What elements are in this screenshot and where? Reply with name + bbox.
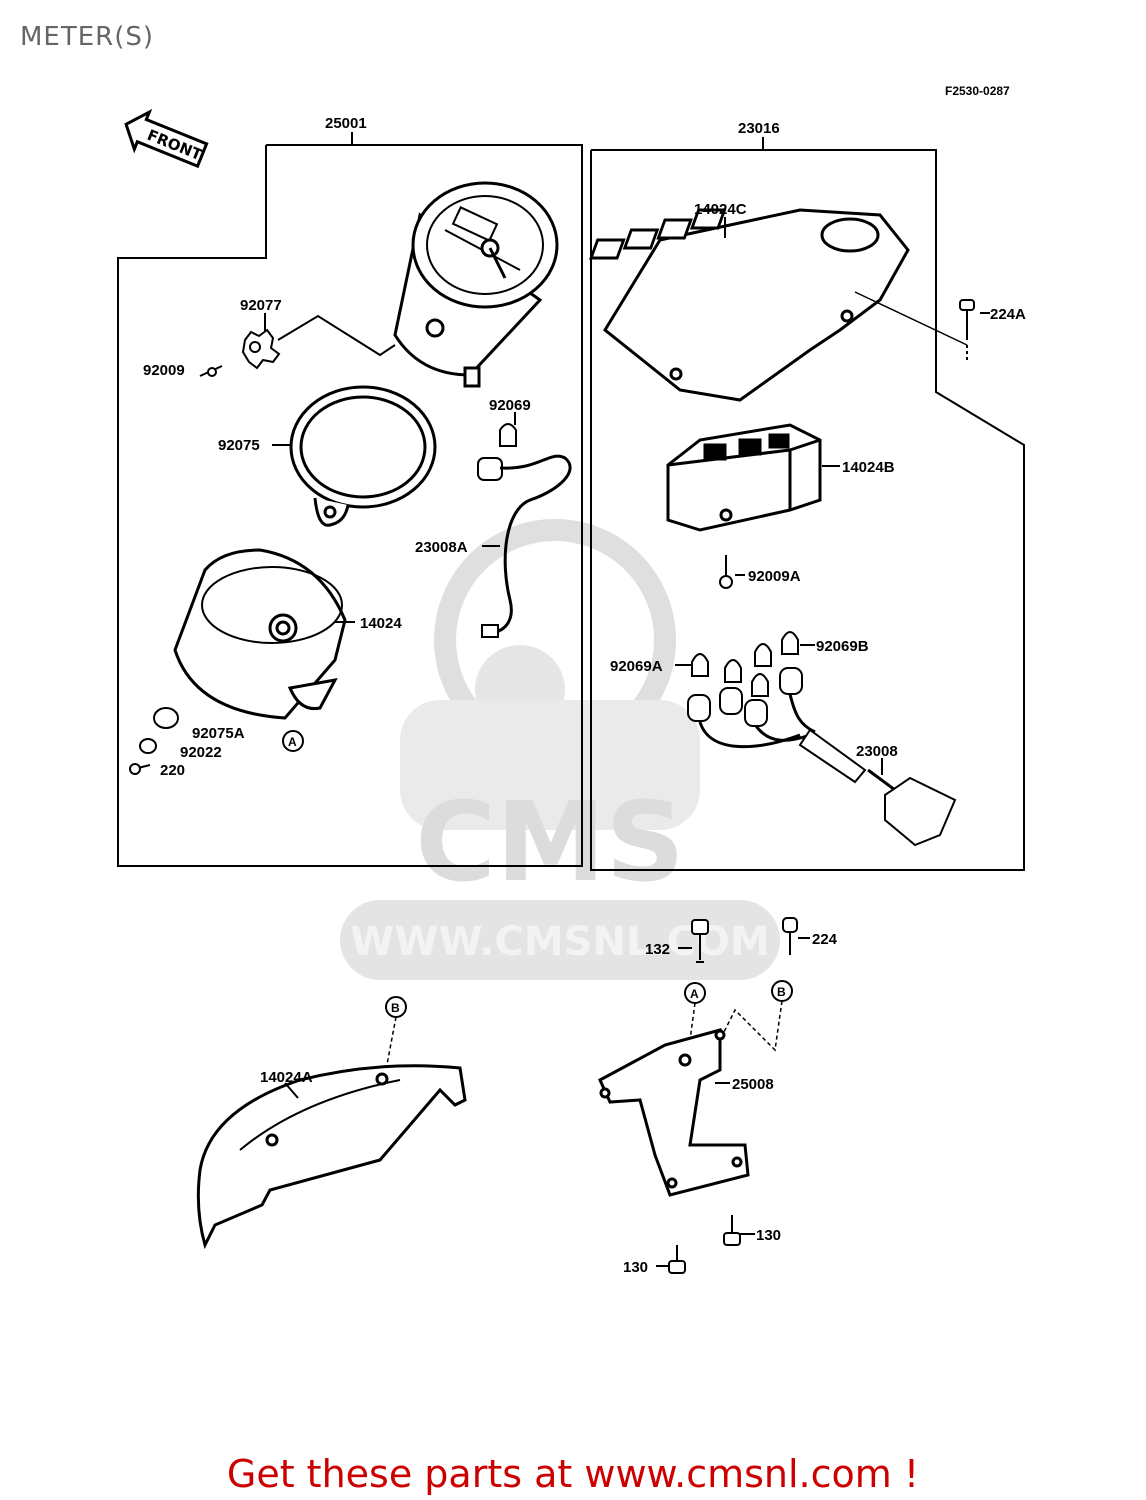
screw-220: [129, 763, 151, 775]
screw-92009A: [719, 555, 733, 589]
bulb-92069: [477, 423, 572, 638]
label-92075: 92075: [218, 437, 260, 454]
svg-text:A: A: [690, 987, 699, 1001]
label-23008: 23008: [856, 743, 898, 760]
label-25008: 25008: [732, 1076, 774, 1093]
ref-a-left: A: [282, 730, 304, 752]
bulb-socket-92077: [241, 314, 396, 370]
assembly-box-25001: [117, 144, 583, 867]
label-14024A: 14024A: [260, 1069, 313, 1086]
label-14024B: 14024B: [842, 459, 895, 476]
label-130-upper: 130: [756, 1227, 781, 1244]
label-220: 220: [160, 762, 185, 779]
screw-92009: [199, 365, 223, 377]
svg-text:B: B: [391, 1001, 400, 1015]
bolt-130-lower: [668, 1245, 686, 1274]
label-25001: 25001: [325, 115, 367, 132]
label-92069B: 92069B: [816, 638, 869, 655]
label-132: 132: [645, 941, 670, 958]
svg-text:B: B: [777, 985, 786, 999]
bulb-holder-14024B: [666, 423, 822, 532]
lower-cover-14024A: [196, 1064, 467, 1250]
meter-body: [393, 181, 559, 388]
label-23008A: 23008A: [415, 539, 468, 556]
label-92069A: 92069A: [610, 658, 663, 675]
bulb-harness-23008: [687, 631, 957, 847]
bolt-130-upper: [723, 1215, 741, 1246]
footer-link[interactable]: Get these parts at www.cmsnl.com !: [226, 1452, 920, 1496]
label-14024C: 14024C: [694, 201, 747, 218]
washer-92022: [139, 738, 157, 754]
meter-cover-14024: [173, 548, 347, 720]
gasket-ring-92075: [289, 385, 437, 527]
label-130-lower: 130: [623, 1259, 648, 1276]
label-224: 224: [812, 931, 838, 948]
ref-b-cover: B: [385, 996, 407, 1018]
label-92022: 92022: [180, 744, 222, 761]
label-92069: 92069: [489, 397, 531, 414]
grommet-92075A: [153, 707, 179, 729]
watermark-logo: CMS: [415, 778, 684, 906]
screw-224: [782, 917, 798, 955]
label-92009: 92009: [143, 362, 185, 379]
bracket-25008: [598, 1028, 750, 1197]
label-92009A: 92009A: [748, 568, 801, 585]
assembly-box-23016: [590, 149, 1025, 871]
front-arrow-icon: FRONT: [124, 108, 209, 169]
label-23016: 23016: [738, 120, 780, 137]
screw-224A: [854, 291, 975, 360]
indicator-housing-14024C: [589, 208, 910, 402]
watermark: CMS WWW.CMSNL.COM: [340, 519, 780, 980]
page-title: METER(S): [20, 22, 155, 52]
label-92077: 92077: [240, 297, 282, 314]
bolt-132: [691, 919, 709, 963]
label-92075A: 92075A: [192, 725, 245, 742]
ref-a-bracket: A: [684, 982, 706, 1004]
parts-diagram: CMS WWW.CMSNL.COM F2530-0287 FRONT 25001…: [117, 84, 1026, 1276]
figure-code: F2530-0287: [945, 84, 1010, 98]
svg-text:A: A: [288, 735, 297, 749]
label-224A: 224A: [990, 306, 1026, 323]
ref-b-bracket: B: [771, 980, 793, 1002]
label-14024: 14024: [360, 615, 402, 632]
